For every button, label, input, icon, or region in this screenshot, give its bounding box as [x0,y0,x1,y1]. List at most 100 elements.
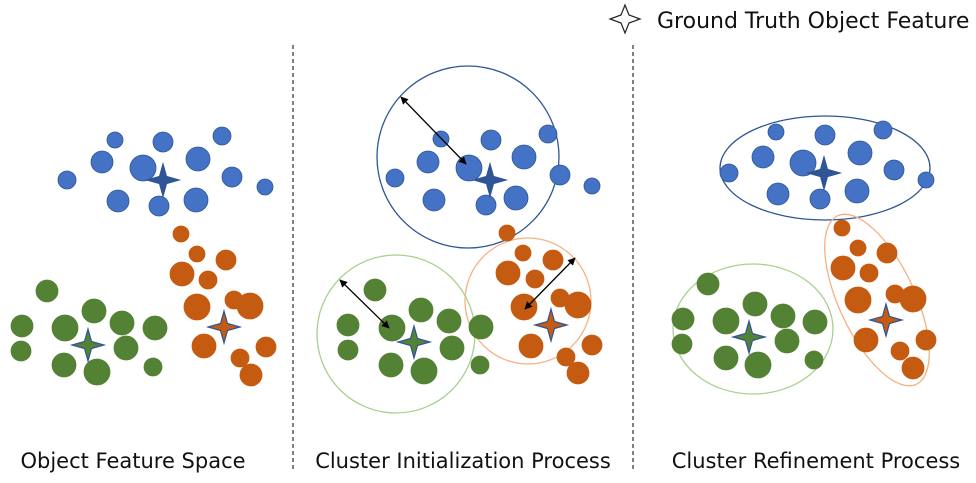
green-feature-point [744,351,772,379]
legend: Ground Truth Object Feature [608,3,969,35]
green-feature-point [410,357,438,385]
blue-feature-point [422,188,446,212]
green-feature-point [742,291,768,317]
green-feature-point [10,340,32,362]
orange-feature-point [514,244,532,262]
blue-cluster-boundary [376,65,560,249]
blue-feature-point [106,131,124,149]
green-feature-point [10,314,34,338]
orange-feature-point [564,291,592,319]
green-feature-point [142,315,168,341]
orange-feature-point [830,255,856,281]
blue-ground-truth-star-icon [471,161,509,199]
blue-cluster [57,126,274,217]
green-feature-point [35,279,59,303]
orange-feature-point [556,347,576,367]
green-feature-point [804,350,824,370]
orange-feature-point [183,293,211,321]
orange-feature-point [890,341,910,361]
green-feature-point [436,308,462,334]
radius-arrow [339,279,390,329]
orange-feature-point [255,336,277,358]
blue-feature-point [766,182,790,206]
orange-cluster-boundary [464,237,592,365]
orange-feature-point [833,219,851,237]
blue-feature-point [148,195,170,217]
orange-feature-point [498,224,516,242]
blue-feature-point [583,177,601,195]
orange-ground-truth-star-icon [867,301,905,339]
orange-feature-point [915,329,937,351]
orange-feature-point [542,249,564,271]
orange-feature-point [899,285,927,313]
orange-feature-point [853,327,879,353]
orange-feature-point [198,270,218,290]
green-feature-point [712,307,740,335]
orange-feature-point [525,269,545,289]
blue-feature-point [416,150,440,174]
caption-cluster-initialization: Cluster Initialization Process [315,449,611,473]
blue-feature-point [475,194,497,216]
orange-feature-point [844,286,872,314]
panel-feature-space [10,126,277,387]
green-feature-point [802,309,828,335]
blue-feature-point [789,149,817,177]
green-ground-truth-star-icon [395,323,433,361]
caption-cluster-refinement: Cluster Refinement Process [672,449,961,473]
green-feature-point [109,310,135,336]
blue-feature-point [129,154,157,182]
green-feature-point [51,352,77,378]
green-feature-point [774,328,800,354]
radius-arrow [400,96,467,165]
orange-feature-point [901,356,925,380]
orange-cluster-boundary [824,213,930,387]
blue-feature-point [185,146,211,172]
green-feature-point [468,314,494,340]
green-feature-point [81,298,107,324]
green-cluster [10,279,168,386]
green-feature-point [470,355,490,375]
orange-feature-point [518,333,544,359]
blue-cluster-boundary [719,115,931,221]
orange-cluster [830,219,937,380]
blue-feature-point [844,178,870,204]
blue-feature-point [503,185,529,211]
panels-layer [10,65,937,414]
orange-feature-point [510,293,538,321]
blue-feature-point [917,171,935,189]
green-feature-point [671,333,693,355]
green-ground-truth-star-icon [69,326,107,364]
blue-feature-point [183,187,209,213]
blue-feature-point [511,144,537,170]
blue-feature-point [847,140,873,166]
blue-feature-point [221,166,243,188]
green-feature-point [143,357,163,377]
blue-cluster [719,120,935,210]
blue-feature-point [883,159,905,181]
blue-feature-point [90,150,114,174]
blue-feature-point [751,145,775,169]
orange-feature-point [566,361,590,385]
blue-feature-point [538,124,558,144]
panel-cluster-refinement [671,115,937,395]
blue-feature-point [873,120,893,140]
blue-feature-point [256,178,274,196]
green-cluster [671,272,828,379]
orange-feature-point [581,334,603,356]
orange-ground-truth-star-icon [532,306,570,344]
orange-feature-point [239,363,263,387]
orange-feature-point [172,225,190,243]
green-cluster [336,278,494,385]
blue-feature-point [814,124,836,146]
blue-feature-point [106,189,130,213]
caption-feature-space: Object Feature Space [20,449,245,473]
panel-cluster-initialization [316,65,603,414]
green-feature-point [378,352,404,378]
orange-feature-point [236,292,264,320]
green-feature-point [408,297,434,323]
four-point-star-icon [608,3,642,35]
green-feature-point [439,335,465,361]
orange-feature-point [876,242,898,264]
blue-feature-point [767,123,785,141]
orange-feature-point [859,263,879,283]
